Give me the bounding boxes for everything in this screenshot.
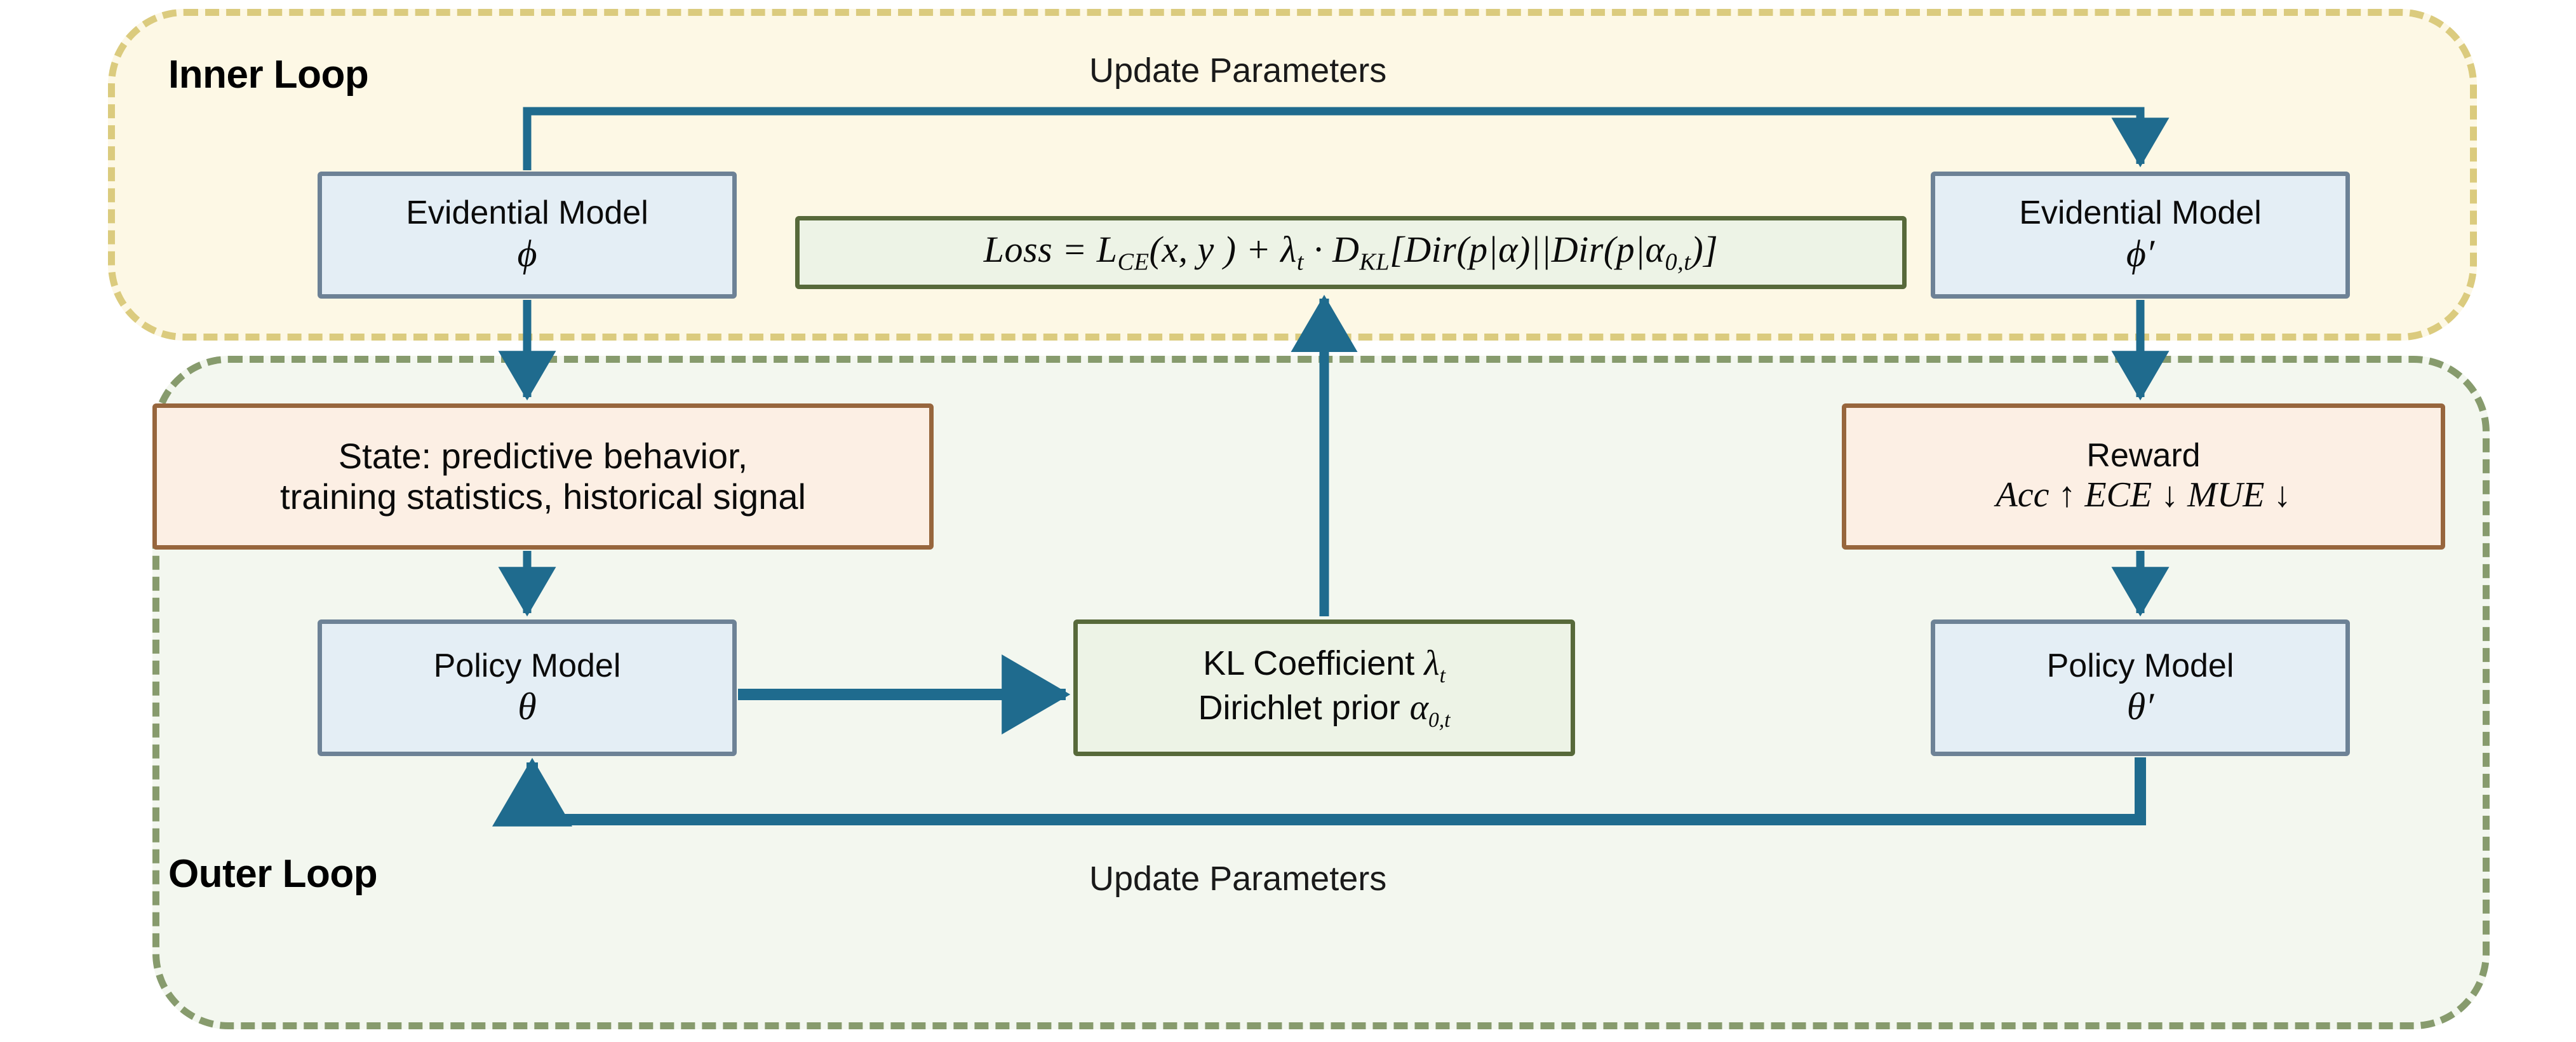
reward-box[interactable]: Reward Acc ↑ ECE ↓ MUE ↓	[1842, 403, 2445, 550]
policy-model-theta-prime-box[interactable]: Policy Model θ′	[1931, 619, 2350, 756]
evidential-model-phi-prime-label: Evidential Model	[2019, 194, 2262, 232]
update-parameters-label-outer: Update Parameters	[1089, 860, 1387, 898]
reward-metrics: Acc ↑ ECE ↓ MUE ↓	[1996, 475, 2291, 515]
evidential-model-phi-prime-box[interactable]: Evidential Model ϕ′	[1931, 172, 2350, 299]
loss-equation-box[interactable]: Loss = LCE(x, y ) + λt · DKL[Dir(p|α)||D…	[795, 216, 1907, 289]
dirichlet-prior-line: Dirichlet prior α0,t	[1198, 687, 1451, 732]
evidential-model-phi-prime-symbol: ϕ′	[2126, 233, 2155, 275]
policy-model-theta-label: Policy Model	[433, 647, 621, 684]
kl-coefficient-box[interactable]: KL Coefficient λt Dirichlet prior α0,t	[1073, 619, 1575, 756]
kl-coefficient-line: KL Coefficient λt	[1203, 643, 1446, 687]
state-box[interactable]: State: predictive behavior, training sta…	[152, 403, 934, 550]
policy-model-theta-prime-symbol: θ′	[2126, 685, 2154, 727]
state-line-2: training statistics, historical signal	[280, 477, 806, 517]
evidential-model-phi-label: Evidential Model	[406, 194, 648, 232]
evidential-model-phi-symbol: ϕ	[517, 233, 537, 275]
state-line-1: State: predictive behavior,	[338, 436, 748, 477]
loss-equation-text: Loss = LCE(x, y ) + λt · DKL[Dir(p|α)||D…	[983, 228, 1719, 276]
outer-loop-title: Outer Loop	[168, 852, 378, 896]
policy-model-theta-symbol: θ	[518, 685, 537, 727]
inner-loop-title: Inner Loop	[168, 53, 369, 97]
policy-model-theta-box[interactable]: Policy Model θ	[318, 619, 737, 756]
evidential-model-phi-box[interactable]: Evidential Model ϕ	[318, 172, 737, 299]
policy-model-theta-prime-label: Policy Model	[2046, 647, 2234, 684]
update-parameters-label-inner: Update Parameters	[1089, 51, 1387, 90]
reward-label: Reward	[2086, 437, 2201, 475]
